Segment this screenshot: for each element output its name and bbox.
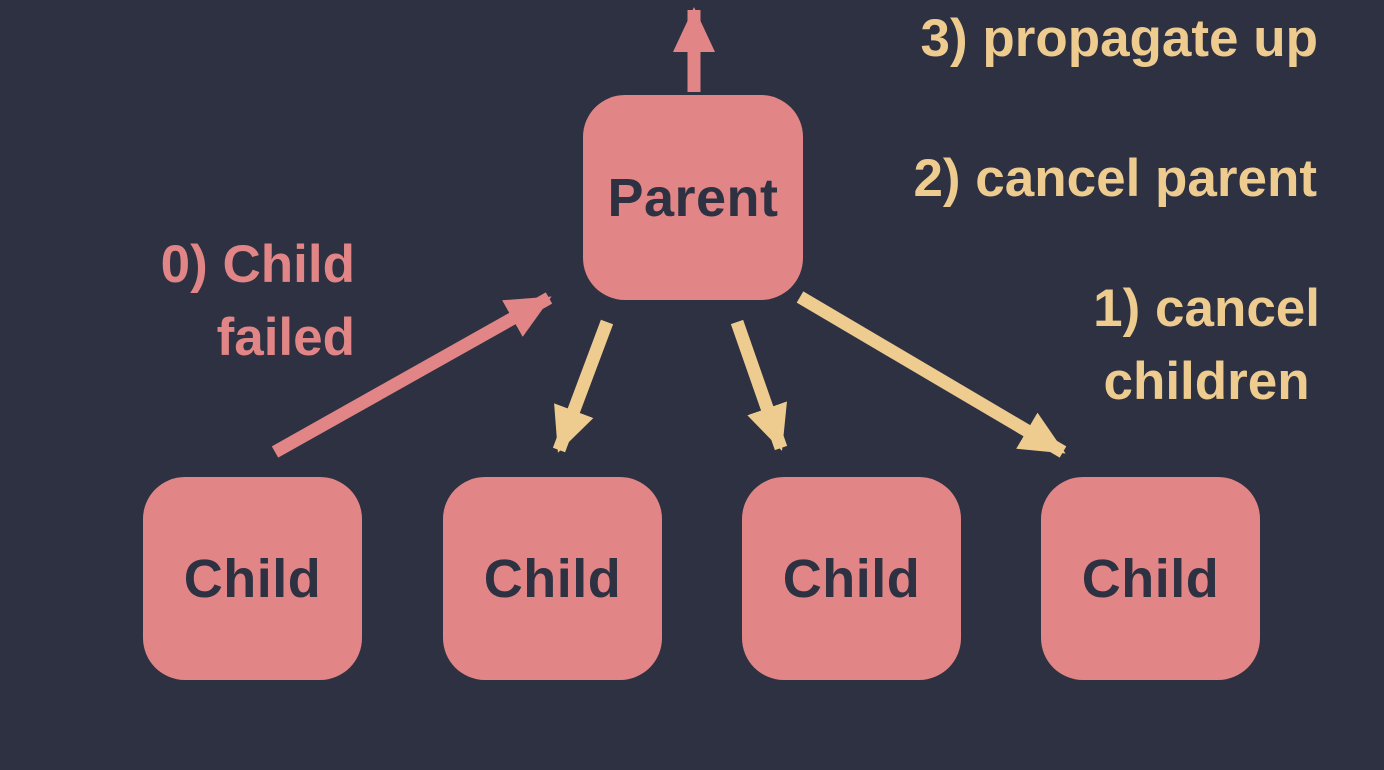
annotation-child-failed: 0) Child failed — [160, 235, 355, 368]
child-node-2: Child — [443, 477, 662, 680]
child-node-4: Child — [1041, 477, 1260, 680]
child-node-label: Child — [782, 548, 921, 609]
child-node-label: Child — [483, 548, 622, 609]
child-node-3: Child — [742, 477, 961, 680]
parent-node: Parent — [583, 95, 803, 300]
cancel-child-arrow-2 — [730, 319, 788, 451]
cancel-child-arrow-1 — [552, 319, 614, 453]
child-node-label: Child — [183, 548, 322, 609]
child-node-label: Child — [1081, 548, 1220, 609]
child-node-1: Child — [143, 477, 362, 680]
annotation-cancel-children: 1) cancel children — [1093, 279, 1320, 412]
parent-node-label: Parent — [607, 167, 779, 228]
annotation-propagate-up: 3) propagate up — [920, 9, 1318, 68]
cancel-child-arrow-3 — [796, 291, 1067, 458]
child-failed-arrow — [271, 292, 553, 458]
annotation-cancel-parent: 2) cancel parent — [913, 149, 1317, 208]
